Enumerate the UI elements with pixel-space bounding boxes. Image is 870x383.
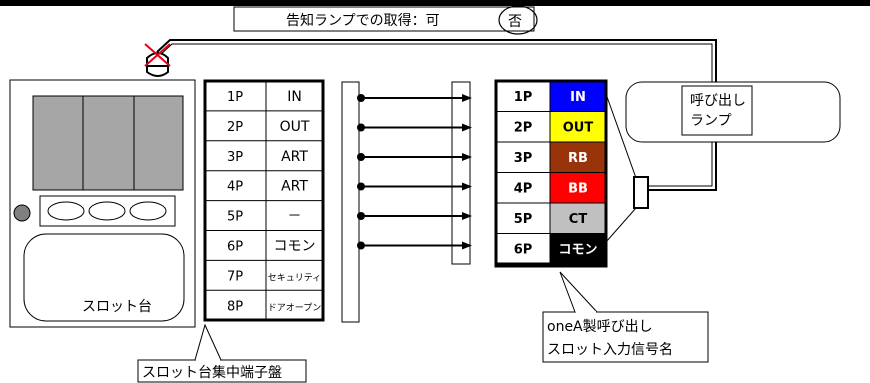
call-lamp-face xyxy=(681,85,753,136)
notice-lamp-icon xyxy=(146,52,169,77)
onea-label-line1: oneA製呼び出し xyxy=(547,319,653,335)
terminal-board-callout: スロット台集中端子盤 xyxy=(137,323,307,383)
call-lamp: 呼び出し ランプ xyxy=(625,81,841,143)
terminal-pin: 3P xyxy=(227,150,243,165)
stop-button-1 xyxy=(47,201,85,221)
stop-button-3 xyxy=(129,201,167,221)
onea-signal: IN xyxy=(570,90,586,105)
onea-signal: OUT xyxy=(563,121,594,136)
lever-knob xyxy=(13,204,31,222)
terminal-board-label: スロット台集中端子盤 xyxy=(142,364,282,381)
arrow-head xyxy=(462,94,472,102)
terminal-pin: 4P xyxy=(227,180,243,195)
terminal-pin: 8P xyxy=(227,299,243,314)
call-lamp-line1: 呼び出し xyxy=(690,93,746,109)
plug-wires xyxy=(605,93,637,243)
notice-text: 告知ランプでの取得：可 xyxy=(286,12,440,29)
terminal-pin: 5P xyxy=(227,210,243,225)
onea-pin: 6P xyxy=(514,243,533,258)
terminal-signal: コモン xyxy=(274,239,316,255)
stop-button-2 xyxy=(88,201,126,221)
terminal-pin: 1P xyxy=(227,90,243,105)
slot-machine-label: スロット台 xyxy=(82,299,152,315)
plug-connector xyxy=(633,176,649,209)
arrow-head xyxy=(462,153,472,161)
terminal-pin: 7P xyxy=(227,269,243,284)
onea-signal: CT xyxy=(569,212,588,227)
slot-machine: スロット台 xyxy=(9,79,196,328)
onea-pin: 2P xyxy=(514,121,533,136)
onea-signal: コモン xyxy=(558,243,597,258)
onea-pin: 4P xyxy=(514,182,533,197)
terminal-signal: ART xyxy=(281,179,308,195)
choice-circle xyxy=(498,5,538,35)
onea-pin: 3P xyxy=(514,151,533,166)
terminal-signal: ドアオープン xyxy=(268,302,321,313)
terminal-signal: ART xyxy=(281,149,308,165)
right-bus-bar xyxy=(451,81,471,265)
onea-pin: 1P xyxy=(514,90,533,105)
terminal-signal: OUT xyxy=(280,119,310,135)
terminal-board: 1P IN 2P OUT 3P ART 4P ART 5P － 6P コモン 7P セキュリティ 8P ドアオ… xyxy=(203,79,325,322)
arrow-head xyxy=(462,212,472,220)
signal-arrows xyxy=(357,94,472,250)
arrow-head xyxy=(462,182,472,191)
onea-connector: 1P IN 2P OUT 3P RB 4P BB 5P CT 6P コモン xyxy=(494,79,608,268)
onea-label-line2: スロット入力信号名 xyxy=(547,342,673,358)
reel-window xyxy=(32,95,184,191)
onea-pin: 5P xyxy=(514,212,533,227)
terminal-signal: セキュリティ xyxy=(268,272,321,283)
top-bar xyxy=(0,0,870,6)
left-bus-bar xyxy=(341,81,360,323)
signal-cell xyxy=(549,202,607,234)
onea-signal: RB xyxy=(568,151,588,166)
terminal-pin: 2P xyxy=(227,120,243,135)
cross-mark-icon xyxy=(144,43,171,67)
arrow-head xyxy=(462,123,472,132)
onea-callout: oneA製呼び出し スロット入力信号名 xyxy=(542,271,709,363)
signal-cell xyxy=(549,172,607,204)
lower-panel xyxy=(23,233,185,322)
notice-choice: 否 xyxy=(508,14,522,30)
onea-signal: BB xyxy=(568,182,588,197)
terminal-pin: 6P xyxy=(227,240,243,255)
lamp-wire xyxy=(156,39,717,191)
terminal-signal: IN xyxy=(287,89,302,105)
signal-cell xyxy=(549,141,607,173)
notice-box: 告知ランプでの取得：可 否 xyxy=(233,5,538,35)
terminal-signal: － xyxy=(288,209,302,225)
arrow-head xyxy=(462,241,472,250)
call-lamp-line2: ランプ xyxy=(690,113,732,129)
